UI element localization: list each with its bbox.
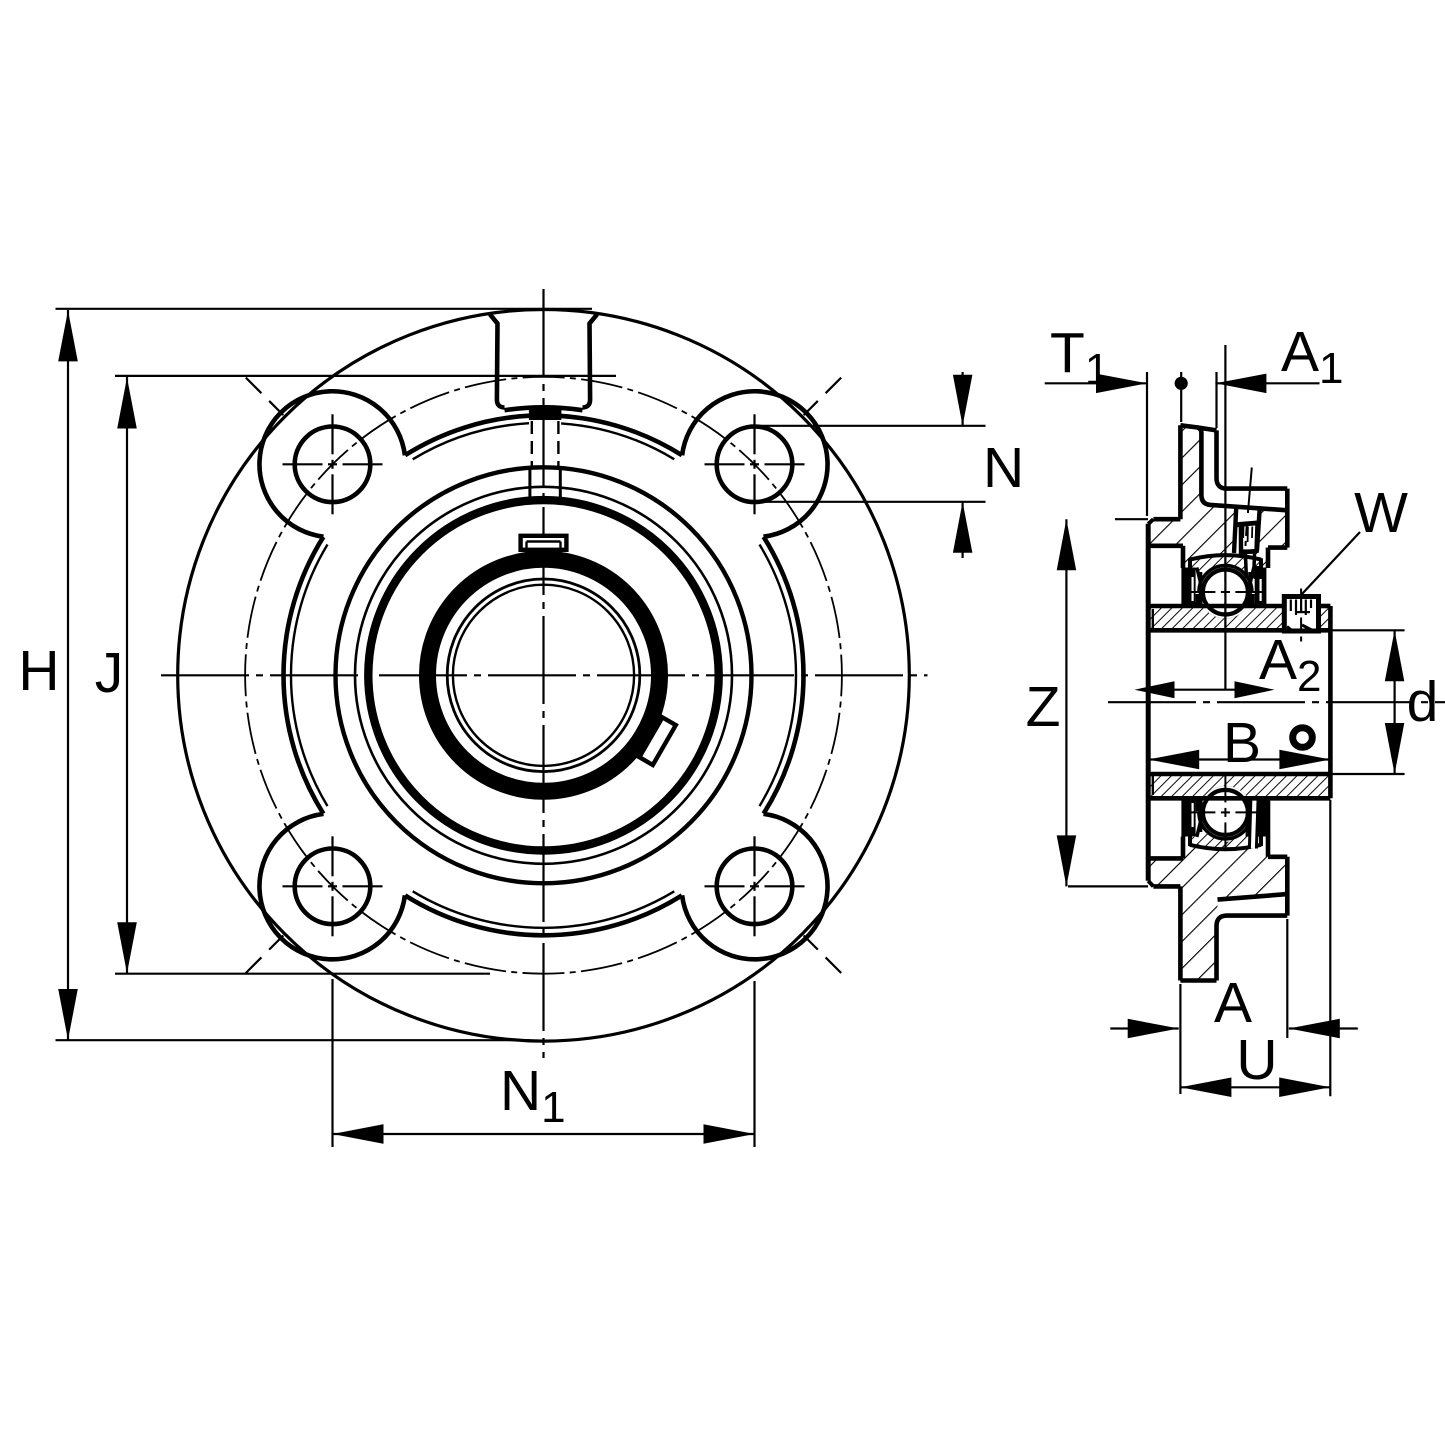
svg-text:N: N <box>983 436 1024 500</box>
svg-text:W: W <box>1354 481 1408 545</box>
svg-text:J: J <box>95 641 124 705</box>
svg-text:B: B <box>1223 711 1261 775</box>
svg-text:A: A <box>1214 971 1252 1035</box>
svg-text:Z: Z <box>1026 675 1061 739</box>
svg-text:U: U <box>1236 1028 1277 1092</box>
svg-text:T1: T1 <box>1050 321 1109 394</box>
svg-text:d: d <box>1407 670 1439 734</box>
svg-text:H: H <box>18 639 59 703</box>
